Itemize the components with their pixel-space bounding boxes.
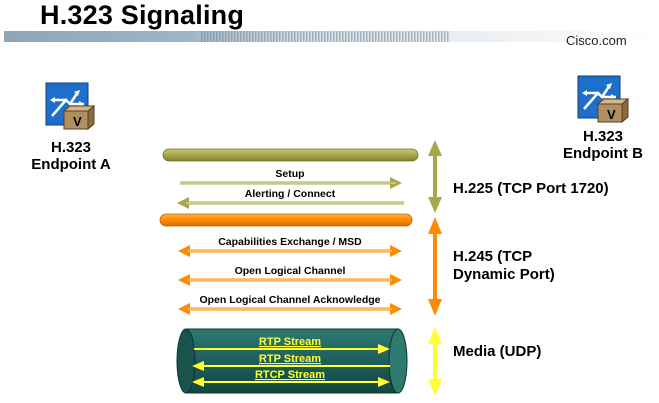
rtp-stream-arrow-1 bbox=[194, 344, 390, 354]
rtp-stream-label-2: RTP Stream bbox=[259, 353, 321, 365]
open-logical-channel-arrow bbox=[178, 274, 402, 286]
endpoint-a-badge: V bbox=[73, 114, 82, 129]
alerting-connect-arrow bbox=[177, 197, 404, 209]
endpoint-b-icon bbox=[577, 75, 630, 124]
rtp-stream-arrow-2 bbox=[192, 361, 390, 371]
h225-pipe bbox=[162, 148, 419, 162]
h225-label: H.225 (TCP Port 1720) bbox=[453, 180, 609, 197]
page-title: H.323 Signaling bbox=[40, 0, 245, 30]
h245-span-arrow bbox=[428, 217, 442, 316]
rtp-stream-label-1: RTP Stream bbox=[259, 336, 321, 348]
h245-pipe bbox=[159, 213, 413, 227]
endpoint-b-badge: V bbox=[607, 107, 616, 122]
h245-label: H.245 (TCP Dynamic Port) bbox=[453, 248, 555, 283]
endpoint-a-label: H.323 Endpoint A bbox=[31, 139, 111, 173]
setup-arrow bbox=[180, 177, 402, 189]
endpoint-b-label: H.323 Endpoint B bbox=[563, 128, 643, 162]
brand-label: Cisco.com bbox=[566, 33, 627, 48]
rtcp-stream-arrow bbox=[192, 377, 390, 387]
capabilities-exchange-label: Capabilities Exchange / MSD bbox=[218, 236, 362, 248]
setup-label: Setup bbox=[275, 168, 304, 180]
open-logical-channel-label: Open Logical Channel bbox=[235, 265, 346, 277]
olc-ack-label: Open Logical Channel Acknowledge bbox=[199, 294, 380, 306]
rtcp-stream-label: RTCP Stream bbox=[255, 369, 325, 381]
olc-ack-arrow bbox=[178, 303, 402, 315]
header-bar bbox=[4, 31, 659, 42]
h225-span-arrow bbox=[428, 140, 442, 213]
media-label: Media (UDP) bbox=[453, 343, 542, 360]
media-span-arrow bbox=[428, 327, 442, 396]
capabilities-exchange-arrow bbox=[178, 245, 402, 257]
alerting-connect-label: Alerting / Connect bbox=[245, 188, 336, 200]
endpoint-a-icon bbox=[45, 82, 96, 131]
